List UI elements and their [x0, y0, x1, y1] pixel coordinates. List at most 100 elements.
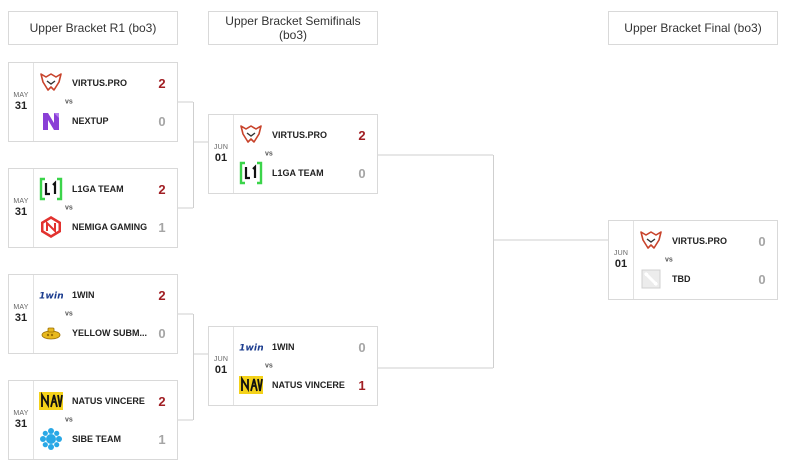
1win-icon: 1win	[239, 335, 263, 359]
natus-vincere-icon	[239, 373, 263, 397]
match-date: MAY 31	[9, 169, 34, 247]
team-name: L1GA TEAM	[272, 168, 324, 178]
match-date: JUN 01	[609, 221, 634, 299]
team-row[interactable]: NEMIGA GAMING 1	[39, 214, 169, 240]
team-score: 0	[158, 325, 166, 341]
vs-label: vs	[65, 204, 73, 212]
vs-label: vs	[65, 416, 73, 424]
virtus-pro-icon	[39, 71, 63, 95]
virtus-pro-icon	[639, 229, 663, 253]
team-score: 2	[158, 287, 166, 303]
team-name: NEXTUP	[72, 116, 109, 126]
match-date: JUN 01	[209, 115, 234, 193]
header-final-label: Upper Bracket Final (bo3)	[624, 21, 762, 35]
match-date-month: JUN	[213, 356, 229, 363]
vs-label: vs	[65, 310, 73, 318]
team-row[interactable]: SIBE TEAM 1	[39, 426, 169, 452]
team-score: 0	[358, 339, 366, 355]
svg-text:1win: 1win	[39, 291, 63, 301]
match-date: MAY 31	[9, 275, 34, 353]
svg-text:1win: 1win	[239, 343, 263, 353]
team-score: 1	[158, 431, 166, 447]
match-card-semis-2[interactable]: JUN 01 1win 1WIN 0 vs NATUS VINCERE 1	[208, 326, 378, 406]
team-name: NATUS VINCERE	[72, 396, 145, 406]
match-card-r1-3[interactable]: MAY 31 1win 1WIN 2 vs YELLOW SUBM... 0	[8, 274, 178, 354]
team-name: L1GA TEAM	[72, 184, 124, 194]
match-card-r1-4[interactable]: MAY 31 NATUS VINCERE 2 vs SIBE TEAM 1	[8, 380, 178, 460]
match-card-semis-1[interactable]: JUN 01 VIRTUS.PRO 2 vs L1GA TEAM 0	[208, 114, 378, 194]
team-name: YELLOW SUBM...	[72, 328, 147, 338]
l1ga-team-icon	[239, 161, 263, 185]
team-score: 0	[758, 271, 766, 287]
team-score: 0	[358, 165, 366, 181]
sibe-team-icon	[39, 427, 63, 451]
team-row[interactable]: VIRTUS.PRO 2	[239, 122, 369, 148]
nemiga-gaming-icon	[39, 215, 63, 239]
team-row[interactable]: L1GA TEAM 2	[39, 176, 169, 202]
vs-label: vs	[65, 98, 73, 106]
vs-label: vs	[265, 362, 273, 370]
team-row[interactable]: NATUS VINCERE 2	[39, 388, 169, 414]
match-date-day: 01	[214, 152, 228, 164]
team-row[interactable]: TBD 0	[639, 266, 769, 292]
1win-icon: 1win	[39, 283, 63, 307]
match-date-day: 31	[14, 312, 28, 324]
tbd-placeholder-icon	[639, 267, 663, 291]
vs-label: vs	[665, 256, 673, 264]
match-date-day: 31	[14, 100, 28, 112]
team-name: VIRTUS.PRO	[272, 130, 328, 140]
team-score: 0	[158, 113, 166, 129]
match-date: MAY 31	[9, 63, 34, 141]
match-card-r1-1[interactable]: MAY 31 VIRTUS.PRO 2 vs NEXTUP 0	[8, 62, 178, 142]
vs-label: vs	[265, 150, 273, 158]
header-r1-label: Upper Bracket R1 (bo3)	[29, 21, 157, 35]
virtus-pro-icon	[239, 123, 263, 147]
natus-vincere-icon	[39, 389, 63, 413]
match-date-day: 31	[14, 418, 28, 430]
team-row[interactable]: VIRTUS.PRO 0	[639, 228, 769, 254]
match-date: JUN 01	[209, 327, 234, 405]
team-score: 2	[358, 127, 366, 143]
team-name: VIRTUS.PRO	[72, 78, 128, 88]
team-row[interactable]: VIRTUS.PRO 2	[39, 70, 169, 96]
yellow-submarine-icon	[39, 321, 63, 345]
header-semis-format: (bo3)	[278, 28, 307, 42]
team-row[interactable]: NATUS VINCERE 1	[239, 372, 369, 398]
match-date-day: 01	[614, 258, 628, 270]
team-name: 1WIN	[72, 290, 95, 300]
match-date: MAY 31	[9, 381, 34, 459]
match-card-r1-2[interactable]: MAY 31 L1GA TEAM 2 vs NEMIGA GAMING 1	[8, 168, 178, 248]
team-name: 1WIN	[272, 342, 295, 352]
team-name: NEMIGA GAMING	[72, 222, 148, 232]
team-row[interactable]: L1GA TEAM 0	[239, 160, 369, 186]
team-row[interactable]: NEXTUP 0	[39, 108, 169, 134]
header-upper-bracket-semifinals: Upper Bracket Semifinals (bo3)	[208, 11, 378, 45]
match-date-month: MAY	[13, 304, 29, 311]
nextup-icon	[39, 109, 63, 133]
header-upper-bracket-r1: Upper Bracket R1 (bo3)	[8, 11, 178, 45]
team-row[interactable]: 1win 1WIN 2	[39, 282, 169, 308]
team-score: 0	[758, 233, 766, 249]
match-date-month: JUN	[613, 250, 629, 257]
match-date-month: MAY	[13, 198, 29, 205]
match-card-final[interactable]: JUN 01 VIRTUS.PRO 0 vs TBD 0	[608, 220, 778, 300]
header-upper-bracket-final: Upper Bracket Final (bo3)	[608, 11, 778, 45]
team-score: 2	[158, 181, 166, 197]
match-date-month: MAY	[13, 410, 29, 417]
team-row[interactable]: 1win 1WIN 0	[239, 334, 369, 360]
team-row[interactable]: YELLOW SUBM... 0	[39, 320, 169, 346]
team-score: 1	[358, 377, 366, 393]
team-name: TBD	[672, 274, 691, 284]
team-score: 2	[158, 75, 166, 91]
match-date-day: 31	[14, 206, 28, 218]
team-score: 2	[158, 393, 166, 409]
match-date-month: MAY	[13, 92, 29, 99]
header-semis-label: Upper Bracket Semifinals	[225, 14, 361, 28]
match-date-month: JUN	[213, 144, 229, 151]
team-name: SIBE TEAM	[72, 434, 122, 444]
match-date-day: 01	[214, 364, 228, 376]
team-score: 1	[158, 219, 166, 235]
l1ga-team-icon	[39, 177, 63, 201]
team-name: VIRTUS.PRO	[672, 236, 728, 246]
team-name: NATUS VINCERE	[272, 380, 345, 390]
